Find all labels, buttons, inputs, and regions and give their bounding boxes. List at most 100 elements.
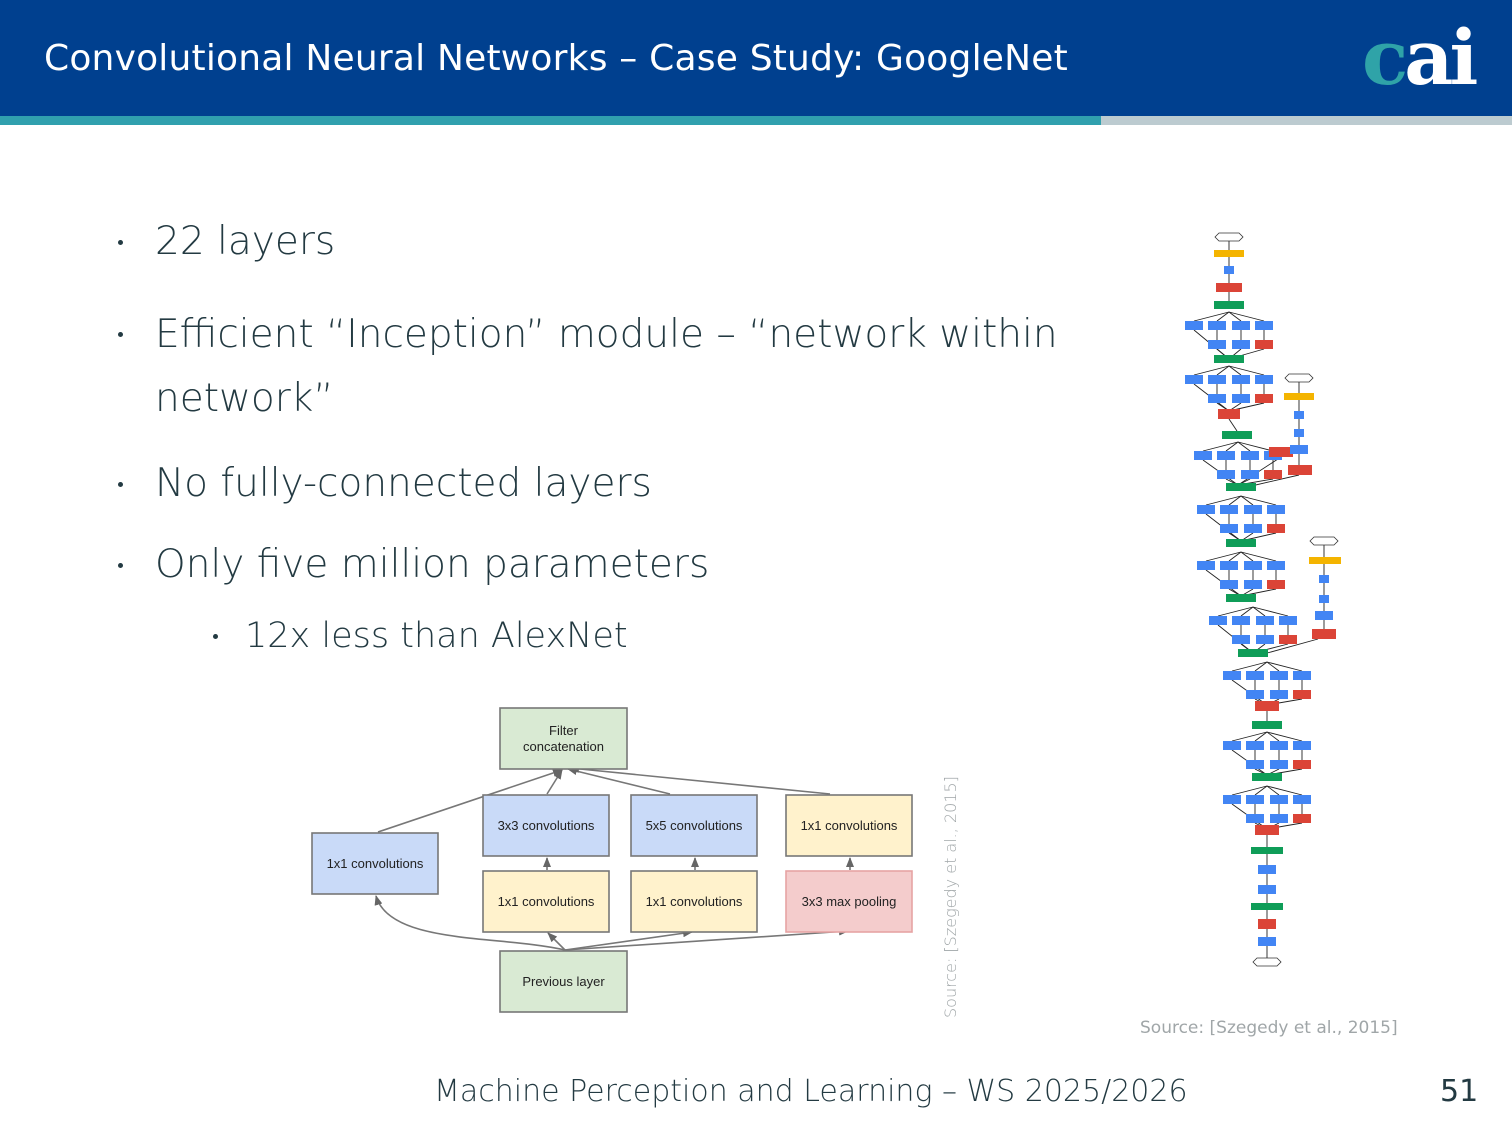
graph-edge xyxy=(1228,365,1265,376)
graph-conv-node xyxy=(1194,451,1212,460)
inception-module-diagram: Filter concatenation 1x1 convolutions 3x… xyxy=(311,707,913,1013)
graph-conv-node xyxy=(1220,505,1238,514)
graph-edge xyxy=(1193,311,1230,322)
graph-conv-node xyxy=(1217,470,1235,479)
node-label: 1x1 convolutions xyxy=(327,856,424,871)
bullet-text: Efficient “Inception” module – “network … xyxy=(155,312,1058,421)
graph-maxpool-node xyxy=(1267,524,1285,533)
graph-conv-node xyxy=(1315,611,1333,620)
graph-edge xyxy=(1217,606,1254,617)
graph-conv-node xyxy=(1220,580,1238,589)
graph-conv-node xyxy=(1293,795,1311,804)
graph-edge xyxy=(1266,661,1280,672)
graph-conv-node xyxy=(1256,635,1274,644)
node-label: Filter xyxy=(549,723,579,738)
page-number: 51 xyxy=(1440,1074,1479,1109)
node-label: Previous layer xyxy=(522,974,605,989)
graph-conv-node xyxy=(1256,616,1274,625)
graph-edge xyxy=(1216,365,1230,376)
graph-conv-node xyxy=(1246,690,1264,699)
graph-conv-node xyxy=(1258,937,1276,946)
graph-edge xyxy=(1266,731,1303,742)
footer-course: Machine Perception and Learning – WS 202… xyxy=(434,1074,1188,1109)
graph-maxpool-node xyxy=(1293,760,1311,769)
logo-ai: ai xyxy=(1404,13,1478,102)
graph-edge xyxy=(1202,441,1239,452)
graph-depthconcat-node xyxy=(1214,355,1244,363)
graph-conv-node xyxy=(1232,375,1250,384)
graph-conv-node xyxy=(1209,616,1227,625)
graph-edge xyxy=(1266,785,1280,796)
bullet-item: 22 layers xyxy=(118,216,336,268)
graph-edge xyxy=(1254,661,1268,672)
graph-edge xyxy=(1252,606,1266,617)
graph-edge xyxy=(1216,311,1230,322)
node-label: 1x1 convolutions xyxy=(646,894,743,909)
graph-maxpool-node xyxy=(1279,635,1297,644)
node-label: 5x5 convolutions xyxy=(646,818,743,833)
bullet-dot-icon xyxy=(118,332,123,337)
graph-conv-node xyxy=(1208,375,1226,384)
graph-avgpool-node xyxy=(1312,629,1336,639)
graph-edge xyxy=(1228,495,1242,506)
graph-maxpool-node xyxy=(1255,394,1273,403)
graph-fc-node xyxy=(1319,595,1329,603)
accent-bar-gray xyxy=(1101,116,1512,125)
graph-conv-node xyxy=(1270,795,1288,804)
graph-conv-node xyxy=(1255,375,1273,384)
node-1x1-convolutions-mid-a: 1x1 convolutions xyxy=(482,870,610,933)
node-1x1-convolutions-top-right: 1x1 convolutions xyxy=(785,794,913,857)
graph-edge xyxy=(1237,441,1251,452)
graph-depthconcat-node xyxy=(1226,539,1256,547)
graph-fc-node xyxy=(1319,575,1329,583)
bullet-text: 22 layers xyxy=(155,219,336,264)
graph-conv-node xyxy=(1208,321,1226,330)
source-citation-rotated: Source: [Szegedy et al., 2015] xyxy=(941,776,960,1018)
graph-conv-node xyxy=(1232,394,1250,403)
source-citation: Source: [Szegedy et al., 2015] xyxy=(1140,1018,1398,1038)
graph-conv-node xyxy=(1197,505,1215,514)
graph-edge xyxy=(1259,638,1319,656)
graph-maxpool-node xyxy=(1255,340,1273,349)
edge xyxy=(377,769,563,833)
bullet-text: No fully-connected layers xyxy=(155,461,652,506)
graph-softmax-node xyxy=(1309,536,1339,546)
graph-edge xyxy=(1240,551,1254,562)
graph-softmax-node xyxy=(1284,373,1314,383)
graph-conv-node xyxy=(1244,561,1262,570)
graph-edge xyxy=(1240,551,1277,562)
graph-conv-node xyxy=(1241,451,1259,460)
graph-conv-node xyxy=(1197,561,1215,570)
graph-edge xyxy=(1266,731,1280,742)
graph-maxpool-node xyxy=(1255,701,1279,711)
graph-depthconcat-node xyxy=(1226,594,1256,602)
graph-conv-node xyxy=(1232,340,1250,349)
graph-fc-node xyxy=(1224,266,1234,274)
graph-conv-node xyxy=(1270,671,1288,680)
graph-conv-node xyxy=(1255,321,1273,330)
graph-softmax-activation-node xyxy=(1284,393,1314,400)
node-1x1-convolutions-mid-b: 1x1 convolutions xyxy=(630,870,758,933)
graph-conv-node xyxy=(1246,795,1264,804)
node-filter-concatenation: Filter concatenation xyxy=(499,707,628,770)
graph-conv-node xyxy=(1244,505,1262,514)
graph-edge xyxy=(1231,731,1268,742)
graph-conv-node xyxy=(1246,671,1264,680)
graph-maxpool-node xyxy=(1255,825,1279,835)
graph-softmax-activation-node xyxy=(1309,557,1341,564)
graph-edge xyxy=(1228,418,1238,432)
graph-edge xyxy=(1225,441,1239,452)
graph-fc-node xyxy=(1294,411,1304,419)
accent-bar-teal xyxy=(0,116,1101,125)
graph-conv-node xyxy=(1232,321,1250,330)
node-label: 1x1 convolutions xyxy=(801,818,898,833)
bullet-text: Only five million parameters xyxy=(155,542,710,587)
graph-conv-node xyxy=(1270,690,1288,699)
graph-lrn-node xyxy=(1251,847,1283,854)
graph-edge xyxy=(1205,495,1242,506)
graph-lrn-node xyxy=(1251,903,1283,910)
graph-conv-node xyxy=(1246,760,1264,769)
graph-edge xyxy=(1237,456,1282,486)
bullet-text: 12x less than AlexNet xyxy=(245,616,628,656)
logo-c: c xyxy=(1362,13,1408,102)
